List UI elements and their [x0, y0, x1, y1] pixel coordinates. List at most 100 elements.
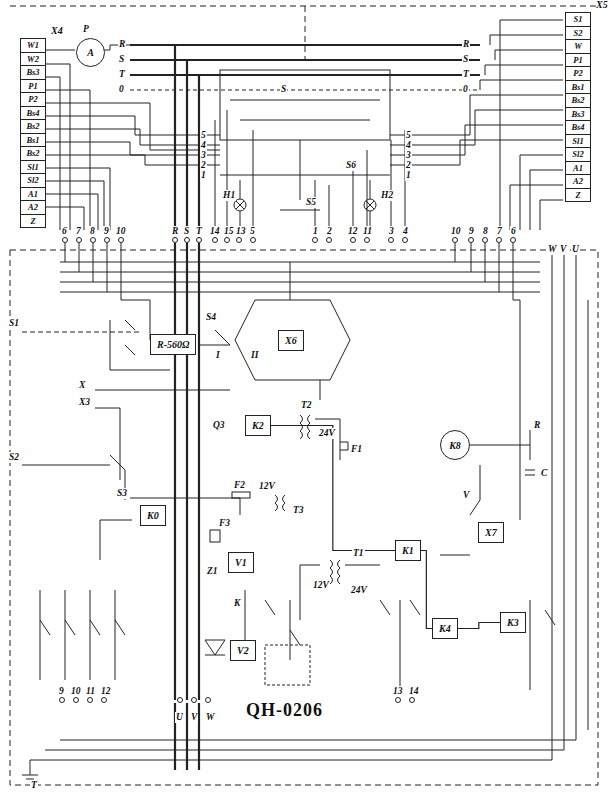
callout-label: X3	[78, 397, 91, 408]
callout-label: T2	[300, 400, 313, 411]
relay-box: K2	[245, 415, 271, 436]
terminal-name: Bs4	[21, 107, 45, 121]
terminal-name: P2	[21, 93, 45, 107]
callout-label: W	[205, 712, 215, 723]
relay-circle: K8	[440, 430, 470, 460]
ammeter-symbol: A	[76, 38, 105, 67]
callout-label: 1	[312, 226, 319, 237]
callout-label: 12	[347, 226, 359, 237]
callout-label: F2	[233, 480, 246, 491]
part-name: K1	[402, 545, 414, 556]
strip-name: X5	[596, 0, 608, 10]
terminal-block: K0	[140, 505, 166, 526]
callout-label: C	[540, 468, 548, 479]
callout-label: T3	[292, 505, 305, 516]
terminal-name: Sl2	[21, 174, 45, 188]
callout-label: H1	[222, 190, 236, 201]
callout-label: 10	[70, 686, 82, 697]
terminal-name: A1	[566, 162, 590, 176]
callout-label: 12V	[258, 481, 276, 492]
callout-label: R	[462, 39, 470, 50]
rectifier-box: V1	[228, 552, 254, 573]
callout-label: 11	[362, 226, 373, 237]
terminal-name: Sl1	[21, 161, 45, 175]
callout-label: U	[571, 244, 580, 255]
resistor-symbol: R-560Ω	[150, 334, 196, 355]
callout-label: T	[195, 226, 203, 237]
callout-label: 14	[209, 226, 221, 237]
wire-connector	[458, 623, 500, 629]
part-name: K3	[507, 617, 519, 628]
callout-label: 8	[89, 226, 96, 237]
terminal-name: S2	[566, 27, 590, 41]
callout-label: 10	[450, 226, 462, 237]
terminal-name: P1	[21, 80, 45, 94]
callout-label: 11	[85, 686, 96, 697]
terminal-name: W2	[21, 53, 45, 67]
socket-box: X7	[478, 522, 504, 543]
callout-label: F1	[350, 444, 363, 455]
callout-label: S6	[345, 160, 357, 171]
terminal-name: Z	[21, 215, 45, 228]
part-name: X7	[485, 527, 497, 538]
callout-label: S	[462, 54, 469, 65]
callout-label: 5	[249, 226, 256, 237]
part-name: V1	[235, 557, 247, 568]
callout-label: II	[250, 350, 259, 361]
callout-label: W	[547, 244, 557, 255]
relay-box: K3	[500, 612, 526, 633]
watermark: QH-0206	[245, 700, 324, 720]
callout-label: K	[233, 598, 241, 609]
terminal-name: Bs2	[21, 147, 45, 161]
callout-label: T1	[352, 548, 365, 559]
callout-label: 9	[58, 686, 65, 697]
terminal-strip: X5S1S2WP1P2Bs1Bs2Bs3Bs4Sl1Sl2A1A2Z	[565, 12, 591, 202]
terminal-name: A2	[21, 201, 45, 215]
terminal-name: Bs2	[21, 120, 45, 134]
rectifier-box: V2	[230, 640, 256, 661]
callout-label: 7	[75, 226, 82, 237]
callout-label: 12V	[312, 580, 330, 591]
terminal-name: P2	[566, 67, 590, 81]
callout-label: 10	[115, 226, 127, 237]
part-name: R-560Ω	[157, 339, 189, 350]
callout-label: S	[118, 54, 125, 65]
callout-label: 6	[510, 226, 517, 237]
callout-label: 9	[103, 226, 110, 237]
callout-label: 7	[496, 226, 503, 237]
callout-label: S1	[8, 318, 20, 329]
part-name: A	[87, 47, 94, 58]
part-name: K8	[449, 440, 461, 451]
callout-label: Q3	[212, 420, 226, 431]
strip-name: X4	[51, 25, 63, 36]
callout-label: T	[462, 69, 470, 80]
callout-label: 13	[235, 226, 247, 237]
terminal-name: Bs4	[566, 121, 590, 135]
callout-label: S	[280, 84, 287, 95]
callout-label: 8	[482, 226, 489, 237]
terminal-name: Z	[566, 189, 590, 202]
callout-label: Z1	[206, 566, 219, 577]
part-name: K2	[252, 420, 264, 431]
callout-label: 15	[223, 226, 235, 237]
callout-label: T	[30, 780, 38, 791]
callout-label: R	[171, 226, 179, 237]
callout-label: 1	[405, 170, 412, 181]
terminal-name: P1	[566, 54, 590, 68]
callout-label: P	[82, 24, 90, 35]
callout-label: 0	[462, 84, 469, 95]
callout-label: 12	[100, 686, 112, 697]
callout-label: U	[175, 712, 184, 723]
callout-label: 14	[408, 686, 420, 697]
wire-connector	[271, 426, 395, 551]
callout-label: V	[462, 490, 470, 501]
callout-label: 4	[402, 226, 409, 237]
part-name: K4	[439, 623, 451, 634]
terminal-name: Bs2	[566, 94, 590, 108]
callout-label: S4	[205, 312, 217, 323]
part-name: X6	[285, 335, 297, 346]
callout-label: I	[215, 350, 221, 361]
